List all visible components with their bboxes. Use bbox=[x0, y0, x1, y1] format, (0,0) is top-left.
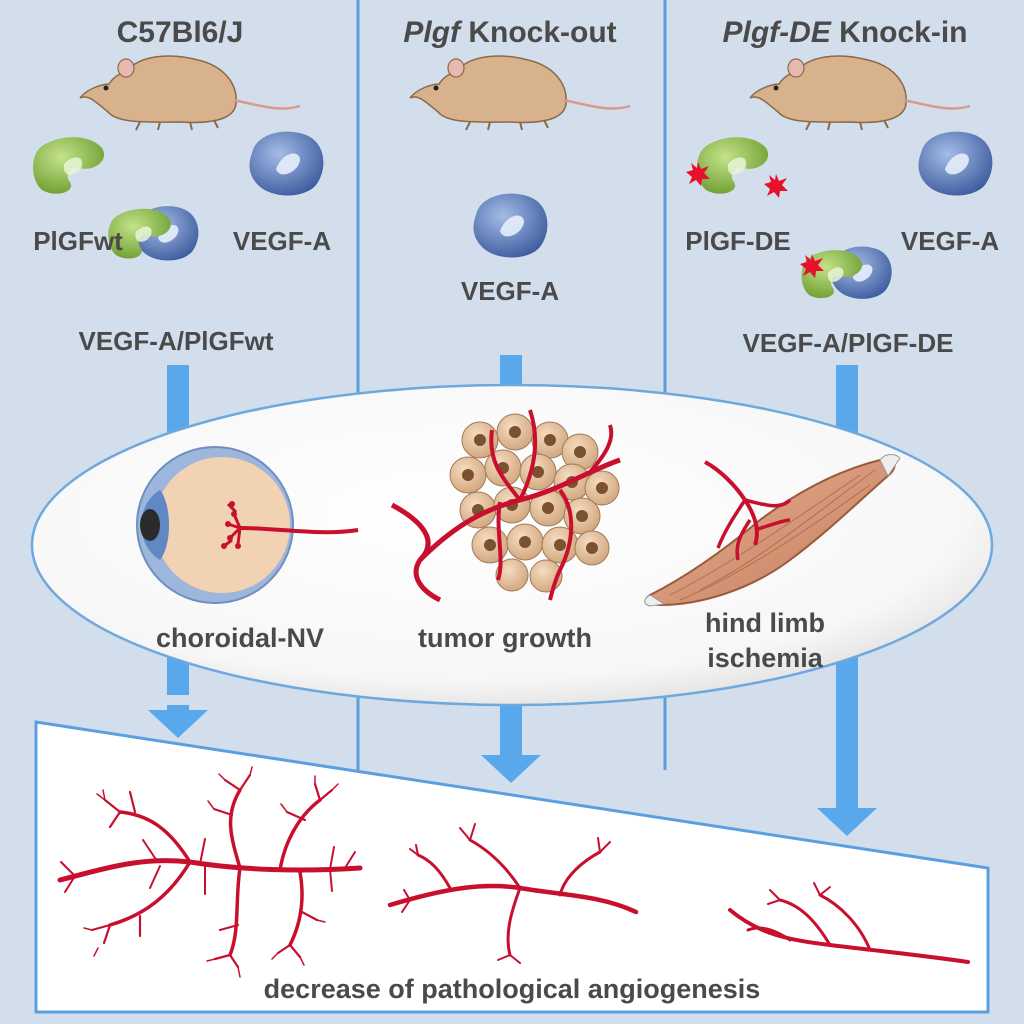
eye-illustration bbox=[136, 446, 359, 604]
vessel-tree-large bbox=[57, 766, 363, 978]
label-choroidal-nv: choroidal-NV bbox=[156, 623, 324, 653]
column-title-knockin: Plgf-DE Knock-in bbox=[723, 16, 968, 49]
label-plgf-de: PlGF-DE bbox=[685, 226, 790, 256]
vessel-tree-medium bbox=[387, 823, 639, 964]
label-vegf-plgfwt: VEGF-A/PlGFwt bbox=[79, 326, 274, 356]
label-hind-limb: hind limb bbox=[705, 608, 825, 638]
label-vegf-a-col3: VEGF-A bbox=[901, 226, 999, 256]
tumor-illustration bbox=[390, 409, 621, 603]
muscle-illustration bbox=[644, 454, 901, 607]
column-title-knockout: Plgf Knock-out bbox=[403, 16, 616, 49]
vessel-tree-small bbox=[728, 882, 970, 964]
label-ischemia: ischemia bbox=[707, 643, 824, 673]
vegf-a-protein-icon-knockin bbox=[918, 131, 993, 196]
arrow-head-knockin bbox=[817, 808, 877, 836]
arrow-stub-wildtype bbox=[167, 705, 189, 713]
arrow-head-knockout bbox=[481, 755, 541, 783]
label-vegf-a-col1: VEGF-A bbox=[233, 226, 331, 256]
vegf-a-protein-icon bbox=[249, 131, 324, 196]
label-vegf-plgfde: VEGF-A/PlGF-DE bbox=[743, 328, 954, 358]
label-plgfwt: PlGFwt bbox=[33, 226, 123, 256]
label-decrease-angiogenesis: decrease of pathological angiogenesis bbox=[264, 974, 761, 1004]
arrow-head-wildtype bbox=[148, 710, 208, 738]
label-tumor-growth: tumor growth bbox=[418, 623, 592, 653]
label-vegf-a-col2: VEGF-A bbox=[461, 276, 559, 306]
column-title-wildtype: C57Bl6/J bbox=[117, 16, 244, 49]
result-panel bbox=[34, 720, 990, 1014]
vegf-a-protein-icon-knockout bbox=[473, 193, 548, 258]
